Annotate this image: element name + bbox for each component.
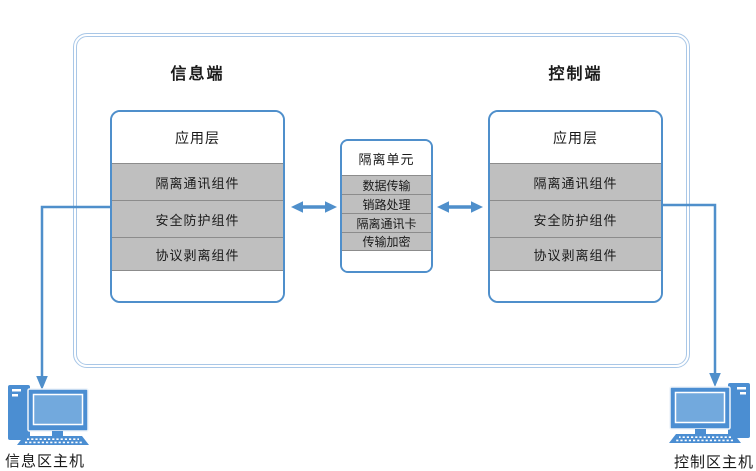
isolation-unit-box: 隔离单元 数据传输 销路处理 隔离通讯卡 传输加密 xyxy=(340,139,433,273)
control-stack-footer xyxy=(490,271,661,301)
info-stack-header: 应用层 xyxy=(112,112,283,163)
isolation-unit-header: 隔离单元 xyxy=(342,141,431,175)
control-stack-box: 应用层 隔离通讯组件 安全防护组件 协议剥离组件 xyxy=(488,110,663,303)
isolation-unit-row: 隔离通讯卡 xyxy=(342,213,431,232)
info-side-title: 信息端 xyxy=(170,66,225,83)
info-stack-row: 安全防护组件 xyxy=(112,200,283,237)
system-boundary-box xyxy=(73,33,690,368)
control-side-title: 控制端 xyxy=(548,66,603,83)
info-stack-box: 应用层 隔离通讯组件 安全防护组件 协议剥离组件 xyxy=(110,110,285,303)
isolation-unit-row: 数据传输 xyxy=(342,175,431,194)
info-host-computer-icon xyxy=(8,385,89,445)
control-stack-row: 隔离通讯组件 xyxy=(490,163,661,200)
control-stack-row: 安全防护组件 xyxy=(490,200,661,237)
control-stack-row: 协议剥离组件 xyxy=(490,237,661,271)
isolation-unit-row: 传输加密 xyxy=(342,232,431,251)
isolation-unit-footer xyxy=(342,251,431,271)
control-stack-header: 应用层 xyxy=(490,112,661,163)
info-stack-row: 隔离通讯组件 xyxy=(112,163,283,200)
control-host-label: 控制区主机 xyxy=(674,454,755,471)
info-stack-footer xyxy=(112,271,283,301)
info-stack-row: 协议剥离组件 xyxy=(112,237,283,271)
info-host-label: 信息区主机 xyxy=(5,453,86,470)
isolation-unit-row: 销路处理 xyxy=(342,194,431,213)
control-host-computer-icon xyxy=(669,383,750,443)
